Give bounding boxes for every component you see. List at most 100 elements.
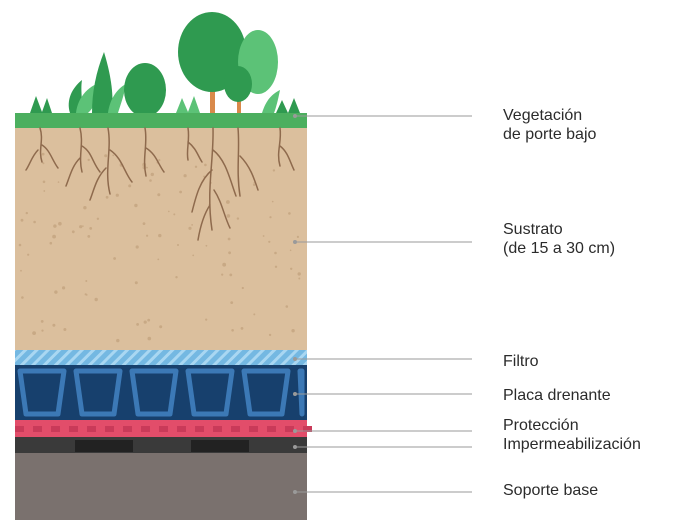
- substrate-speck: [222, 262, 227, 267]
- waterproofing-texture: [75, 440, 249, 452]
- substrate-speck: [142, 222, 146, 226]
- substrate-speck: [21, 296, 24, 299]
- protection-block: [177, 426, 186, 432]
- substrate-speck: [168, 210, 170, 213]
- substrate-speck: [288, 212, 291, 215]
- bush-icon: [124, 63, 166, 117]
- substrate-speck: [291, 329, 295, 333]
- substrate-speck: [87, 235, 91, 238]
- leader-dot: [293, 114, 297, 118]
- substrate-speck: [57, 181, 60, 183]
- protection-block: [249, 426, 258, 432]
- protection-block: [231, 426, 240, 432]
- protection-block: [51, 426, 60, 432]
- substrate-speck: [54, 290, 58, 294]
- substrate-speck: [268, 240, 271, 243]
- substrate-speck: [87, 158, 90, 162]
- substrate-speck: [285, 305, 289, 308]
- plant-icon: [92, 52, 113, 113]
- substrate-speck: [204, 163, 207, 167]
- plants-group: [30, 12, 300, 117]
- label-line: Sustrato: [503, 221, 563, 238]
- substrate-speck: [146, 234, 149, 237]
- substrate-speck: [63, 328, 67, 331]
- label-line: Soporte base: [503, 482, 599, 499]
- protection-block: [87, 426, 96, 432]
- tree-trunk: [237, 92, 241, 113]
- substrate-speck: [116, 338, 120, 343]
- substrate-speck: [20, 269, 22, 272]
- drainage-cell: [17, 368, 67, 417]
- protection-block: [105, 426, 114, 432]
- substrate-speck: [188, 226, 192, 230]
- substrate-speck: [158, 159, 161, 162]
- substrate-speck: [135, 245, 139, 249]
- substrate-speck: [157, 258, 160, 261]
- substrate-speck: [274, 265, 278, 268]
- plant-icon: [30, 96, 52, 113]
- substrate-speck: [134, 203, 138, 208]
- substrate-speck: [52, 323, 56, 327]
- drainage-cell: [297, 368, 305, 417]
- substrate-speck: [82, 225, 84, 227]
- root: [191, 127, 237, 241]
- substrate-speck: [241, 286, 244, 290]
- leader-dot: [293, 429, 297, 433]
- label-line: Filtro: [503, 353, 539, 370]
- substrate-speck: [229, 273, 233, 277]
- substrate-speck: [18, 243, 22, 247]
- plant-icon: [262, 90, 280, 113]
- substrate-speck: [240, 327, 244, 330]
- substrate-speck: [134, 281, 138, 285]
- substrate-speck: [147, 336, 152, 341]
- waterproofing-layer: [15, 437, 307, 453]
- substrate-speck: [253, 313, 256, 316]
- substrate-speck: [113, 257, 116, 260]
- substrate-speck: [147, 318, 151, 322]
- substrate-speck: [274, 251, 277, 255]
- leader-dot: [293, 392, 297, 396]
- label-line: Placa drenante: [503, 387, 611, 404]
- waterproofing-block: [75, 440, 133, 452]
- leader-dot: [293, 357, 297, 361]
- substrate-speck: [58, 221, 62, 226]
- leader-lines: [293, 114, 472, 494]
- substrate-speck: [236, 217, 240, 220]
- substrate-speck: [33, 220, 36, 224]
- drainage-cells: [17, 368, 305, 417]
- substrate-speck: [41, 329, 44, 332]
- substrate-speck: [271, 200, 274, 203]
- substrate-speck: [296, 235, 299, 238]
- substrate-speck: [226, 214, 231, 218]
- substrate-speck: [94, 297, 98, 302]
- substrate-speck: [79, 225, 83, 229]
- substrate-speck: [150, 172, 154, 177]
- substrate-speck: [42, 162, 45, 165]
- vegetation-layer: [15, 113, 307, 128]
- substrate-speck: [191, 224, 194, 226]
- tree-icon: [224, 66, 252, 102]
- substrate-speck: [227, 237, 231, 241]
- substrate-speck: [194, 165, 198, 168]
- substrate-speck: [252, 183, 256, 186]
- substrate-speck: [269, 216, 272, 219]
- protection-block: [33, 426, 42, 432]
- label-line: Impermeabilización: [503, 436, 641, 453]
- root: [89, 127, 133, 201]
- drainage-cell: [185, 368, 235, 417]
- waterproofing-block: [191, 440, 249, 452]
- root: [277, 127, 295, 171]
- protection-block: [141, 426, 150, 432]
- substrate-speck: [297, 272, 301, 276]
- root: [143, 127, 165, 177]
- substrate-speck: [83, 206, 87, 210]
- substrate-speck: [158, 233, 162, 238]
- base-layer: [15, 453, 307, 520]
- substrate-speck: [96, 217, 100, 220]
- plant-icon: [276, 98, 300, 113]
- roots-group: [25, 127, 295, 241]
- substrate-speck: [157, 193, 161, 197]
- drainage-cell: [129, 368, 179, 417]
- substrate-speck: [115, 193, 119, 197]
